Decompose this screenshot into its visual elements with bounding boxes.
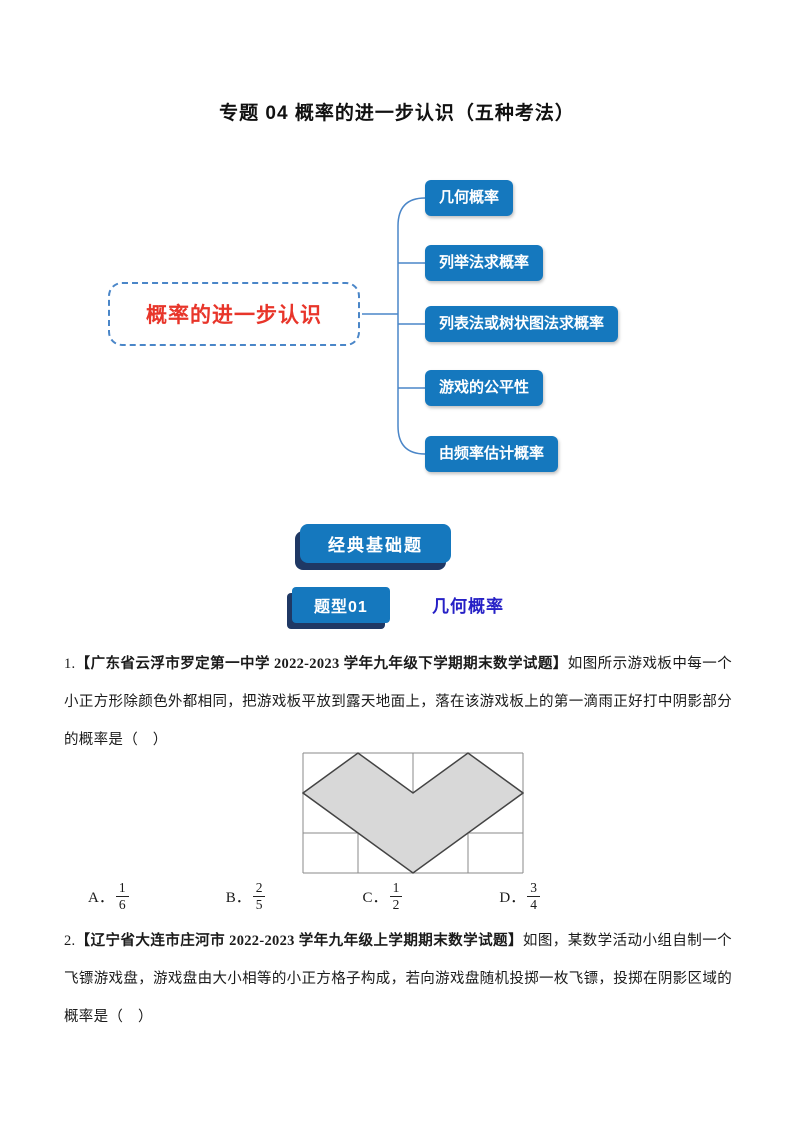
fraction-denominator: 2	[392, 896, 400, 912]
question-1: 1.【广东省云浮市罗定第一中学 2022-2023 学年九年级下学期期末数学试题…	[64, 645, 732, 759]
option-c-fraction: 1 2	[389, 880, 403, 912]
question-type-topic: 几何概率	[432, 597, 504, 616]
shaded-heart-shape	[302, 752, 524, 874]
question-2-number: 2.	[64, 933, 76, 949]
question-2: 2.【辽宁省大连市庄河市 2022-2023 学年九年级上学期期末数学试题】如图…	[64, 922, 732, 1036]
option-d-fraction: 3 4	[527, 880, 540, 912]
section-badge-classic-basics: 经典基础题	[300, 524, 451, 563]
option-a: A． 1 6	[88, 880, 129, 912]
option-d-label: D．	[499, 889, 526, 906]
option-c: C． 1 2	[363, 880, 403, 912]
fraction-numerator: 2	[252, 880, 266, 897]
game-board-figure	[302, 752, 524, 874]
mindmap-branch-table-or-tree-method: 列表法或树状图法求概率	[425, 306, 619, 342]
mindmap-root: 概率的进一步认识	[108, 282, 360, 346]
fraction-numerator: 1	[389, 880, 403, 897]
question-type-badge: 题型01	[292, 587, 390, 623]
option-b: B． 2 5	[226, 880, 266, 912]
fraction-denominator: 5	[255, 896, 263, 912]
question-2-source: 【辽宁省大连市庄河市 2022-2023 学年九年级上学期期末数学试题】	[75, 933, 523, 949]
fraction-numerator: 1	[115, 880, 129, 897]
mindmap-branch-frequency-estimation: 由频率估计概率	[425, 436, 559, 472]
question-1-number: 1.	[64, 656, 76, 672]
question-2-text: 如图，某数学活动小组自制一个飞镖游戏盘，游戏盘由大小相等的小正方格子构成，若向游…	[64, 933, 732, 1025]
option-b-label: B．	[225, 889, 251, 906]
option-a-fraction: 1 6	[115, 880, 129, 912]
fraction-numerator: 3	[527, 880, 540, 897]
option-a-label: A．	[88, 889, 114, 906]
option-d: D． 3 4	[499, 880, 540, 912]
grid-heart-svg	[302, 752, 524, 874]
question-1-source: 【广东省云浮市罗定第一中学 2022-2023 学年九年级下学期期末数学试题】	[75, 656, 568, 672]
option-c-label: C．	[362, 889, 388, 906]
page-title: 专题 04 概率的进一步认识（五种考法）	[219, 103, 575, 124]
mindmap-branch-enumeration-method: 列举法求概率	[425, 245, 544, 281]
question-1-text: 如图所示游戏板中每一个小正方形除颜色外都相同，把游戏板平放到露天地面上，落在该游…	[64, 656, 732, 748]
connector-lines	[362, 197, 426, 455]
mindmap-branch-game-fairness: 游戏的公平性	[425, 370, 544, 406]
mindmap-branch-geometric-probability: 几何概率	[425, 180, 514, 216]
mindmap: 概率的进一步认识 几何概率 列举法求概率 列表法或树状图法求概率 游戏的公平性 …	[0, 170, 794, 490]
fraction-denominator: 6	[118, 896, 126, 912]
question-1-options: A． 1 6 B． 2 5 C． 1 2 D． 3 4	[88, 880, 540, 912]
fraction-denominator: 4	[530, 896, 537, 912]
option-b-fraction: 2 5	[252, 880, 266, 912]
